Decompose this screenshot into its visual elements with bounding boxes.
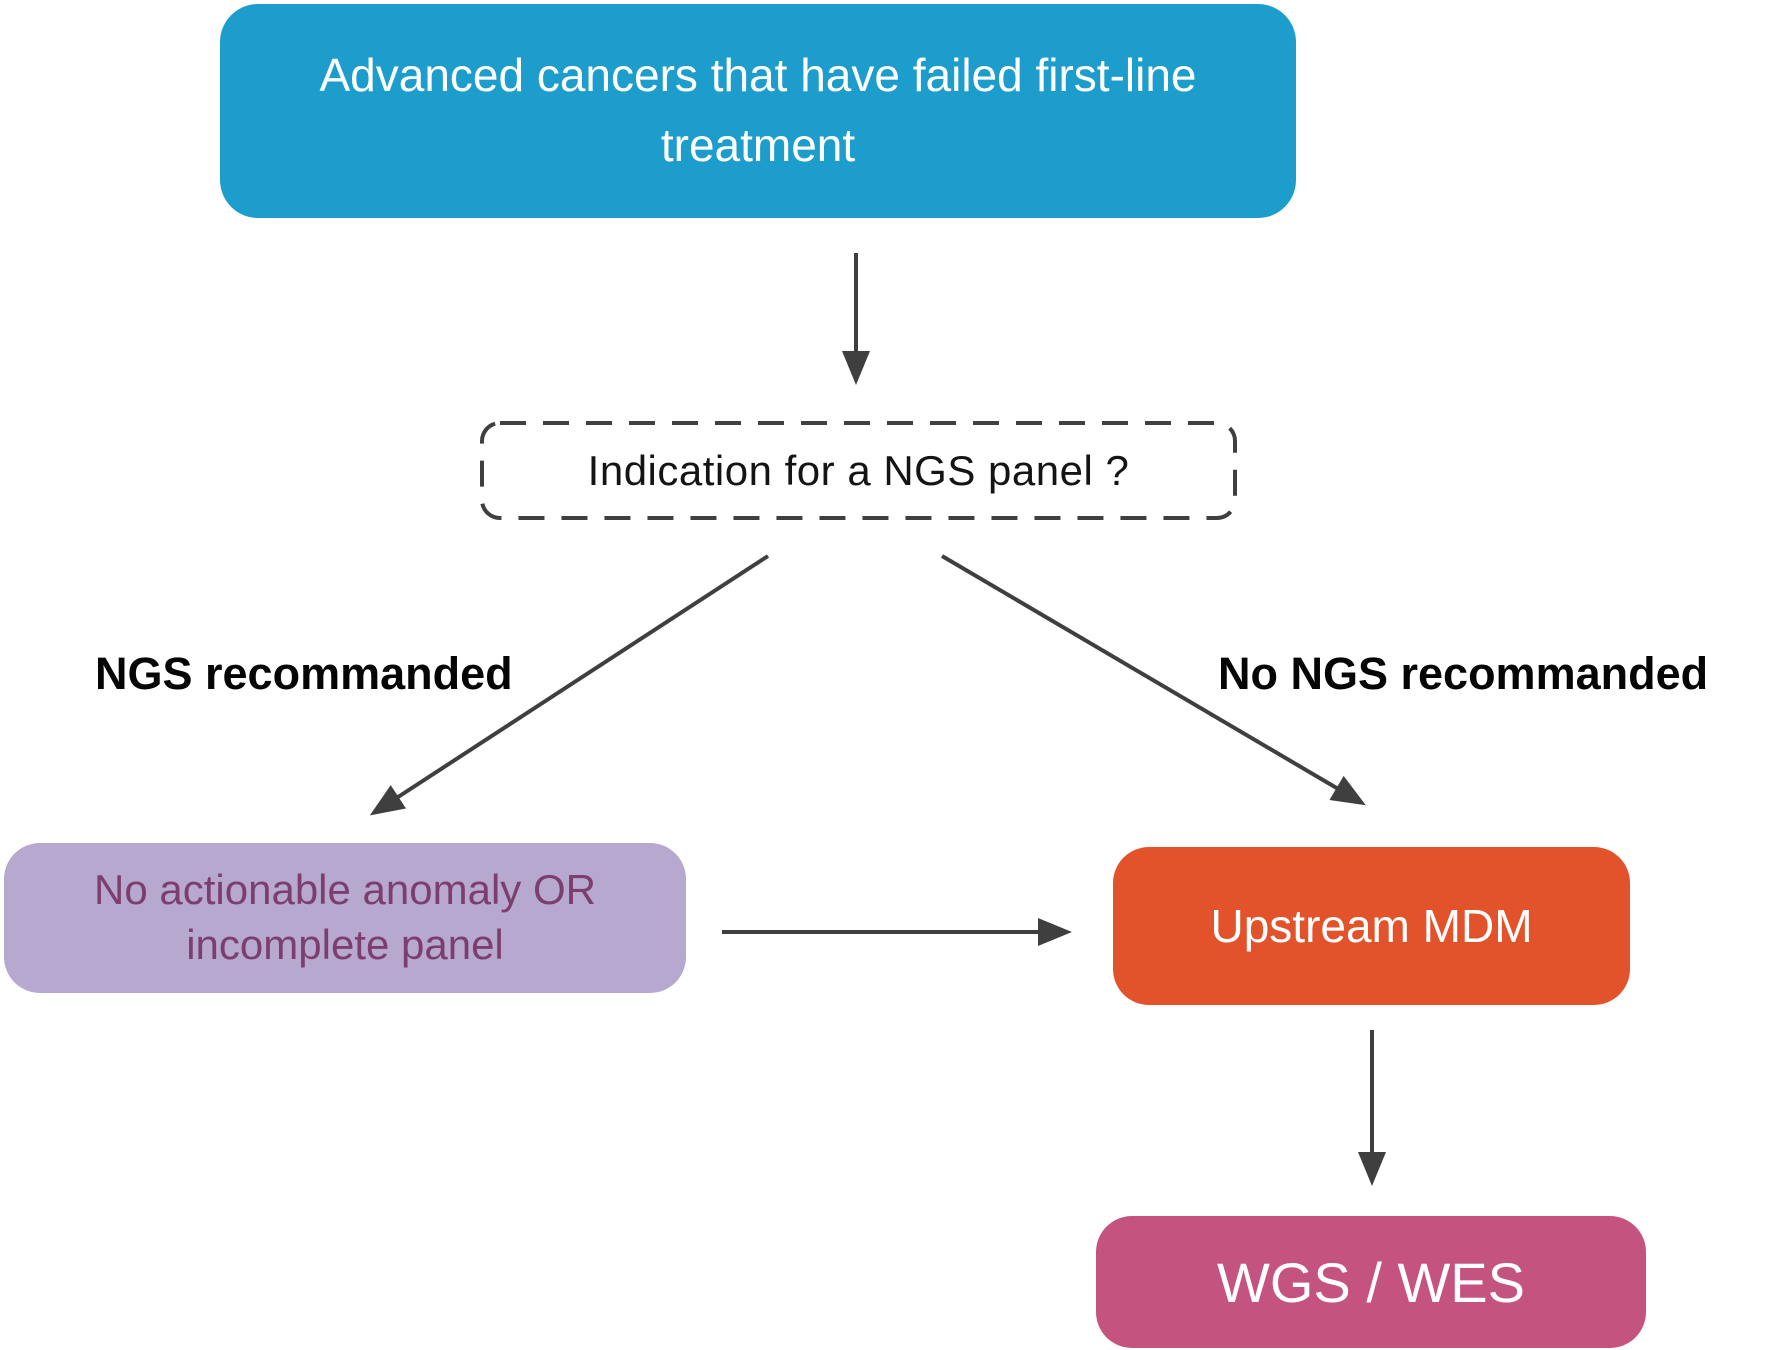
edge-label-no-ngs-recommanded: No NGS recommanded (1218, 648, 1709, 699)
decision-box-dashed-border (480, 421, 1237, 520)
node-upstream-mdm: Upstream MDM (1113, 847, 1630, 1005)
arrow-decision-to-upstream-mdm (940, 554, 1366, 806)
arrow-decision-to-no-actionable (369, 554, 770, 816)
node-wgs-wes: WGS / WES (1096, 1216, 1646, 1348)
node-no-actionable-anomaly: No actionable anomaly OR incomplete pane… (4, 843, 686, 993)
node-advanced-cancers: Advanced cancers that have failed first-… (220, 4, 1296, 218)
node-ngs-panel-decision: Indication for a NGS panel ? (587, 447, 1130, 494)
edge-label-ngs-recommanded: NGS recommanded (95, 648, 513, 699)
